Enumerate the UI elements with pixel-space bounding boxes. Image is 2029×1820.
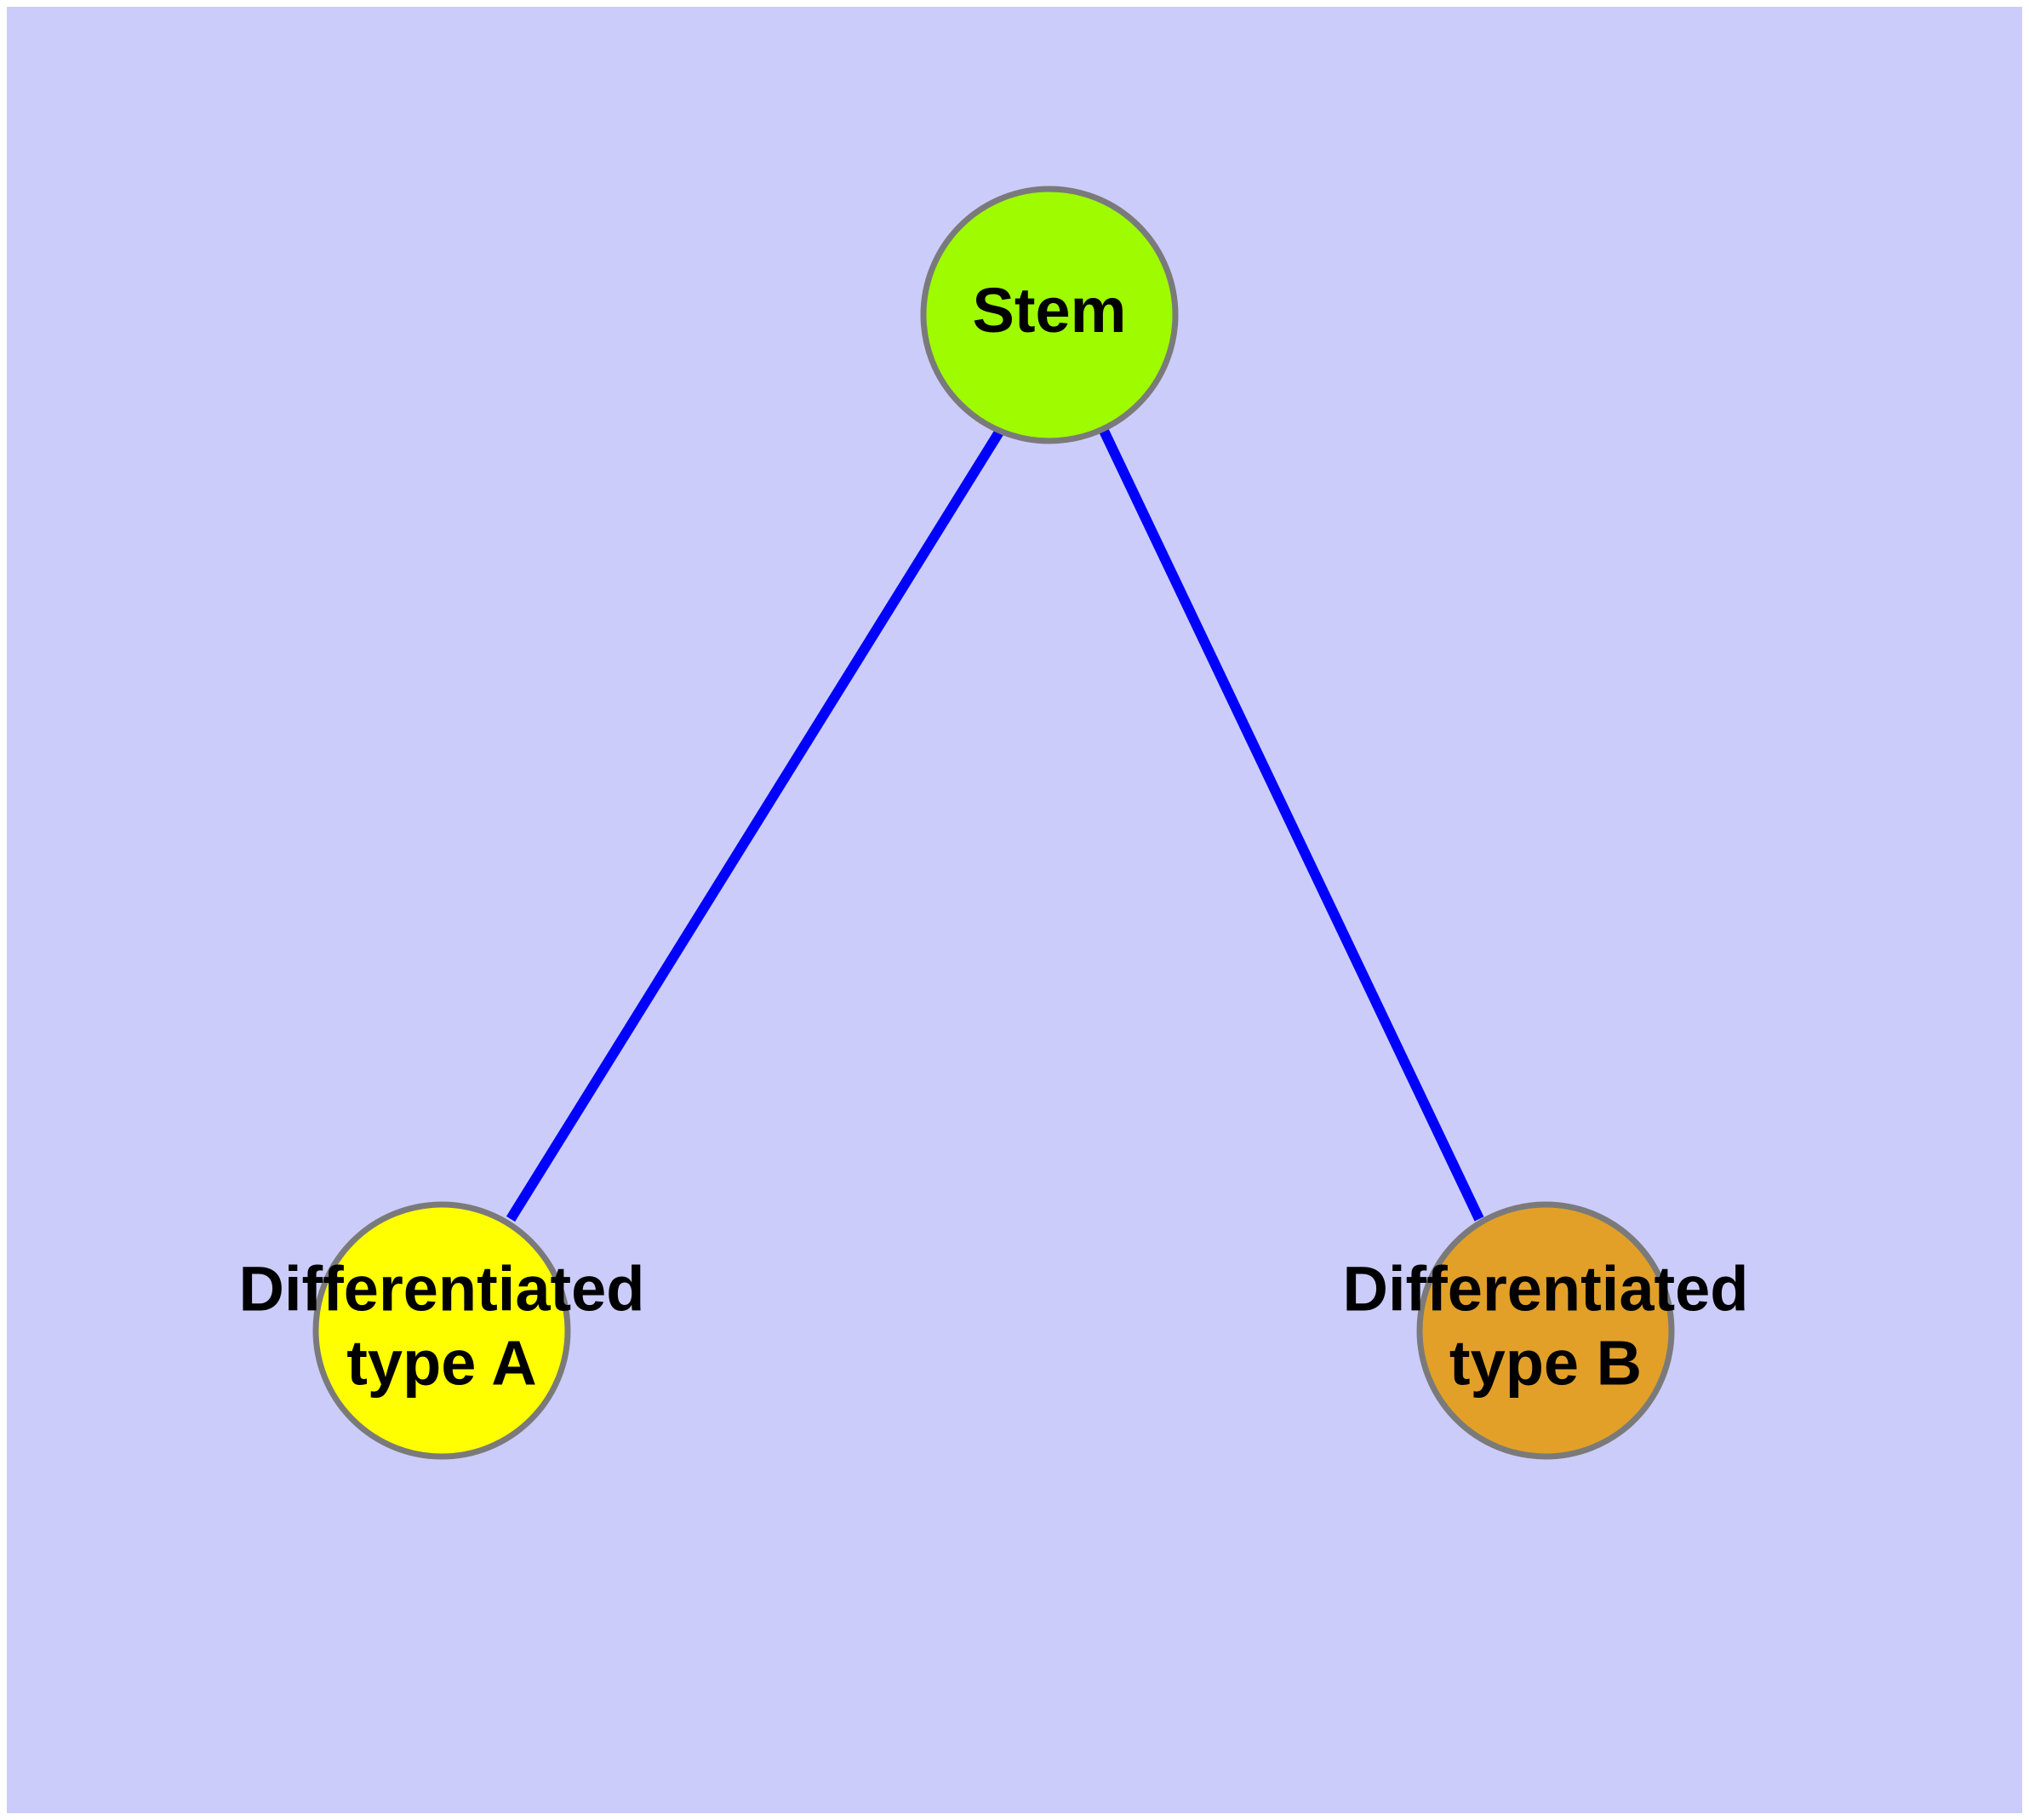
node-circle-diff-b[interactable] [1416, 1201, 1675, 1460]
node-circle-stem[interactable] [920, 186, 1179, 444]
node-label-line: Differentiated [1343, 1253, 1749, 1324]
edges-group [506, 427, 1484, 1222]
node-label-line: type B [1449, 1327, 1642, 1398]
node-label-line: Stem [973, 275, 1127, 346]
node-label-stem: Stem [973, 275, 1127, 346]
node-label-line: type A [346, 1327, 536, 1398]
graph-node-stem[interactable]: Stem [920, 186, 1179, 444]
graph-edge-stem-to-diff-a[interactable] [506, 427, 1005, 1222]
graph-edge-stem-to-diff-b[interactable] [1099, 428, 1484, 1222]
node-circle-diff-a[interactable] [312, 1201, 571, 1460]
node-label-line: Differentiated [239, 1253, 645, 1324]
